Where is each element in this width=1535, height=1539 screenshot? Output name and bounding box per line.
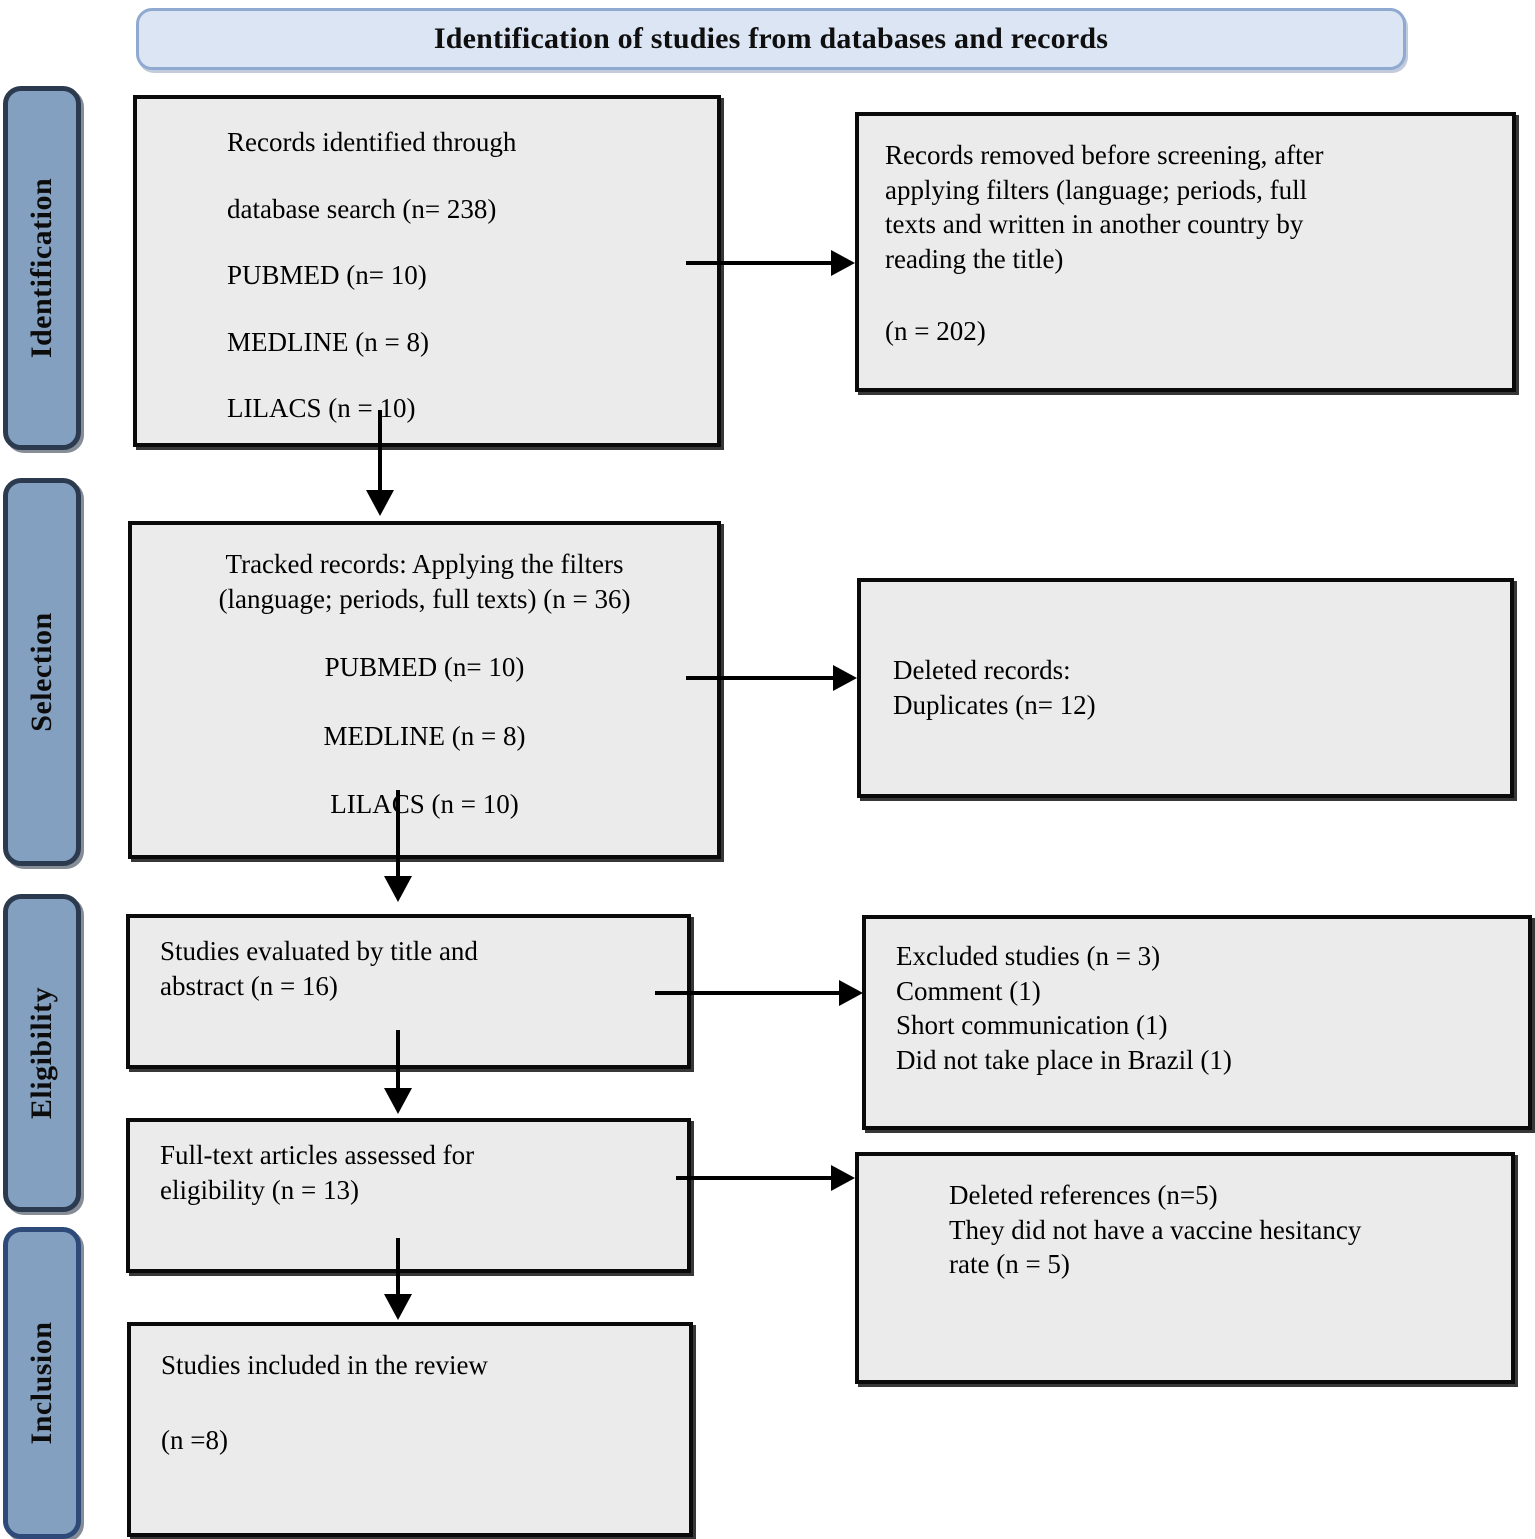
- node-studies-evaluated-line2: abstract (n = 16): [160, 970, 338, 1001]
- connector-identified-to-tracked: [378, 410, 382, 494]
- arrowhead-evaluated-to-excluded: [839, 980, 863, 1006]
- stage-bar-eligibility: Eligibility: [3, 894, 81, 1212]
- node-deleted-records-line2: Duplicates (n= 12): [893, 690, 1096, 720]
- connector-identified-to-removed: [686, 261, 832, 265]
- stage-label-inclusion: Inclusion: [25, 1321, 58, 1445]
- arrowhead-evaluated-to-fulltext: [384, 1088, 412, 1114]
- node-fulltext-assessed: Full-text articles assessed for eligibil…: [126, 1118, 691, 1273]
- node-deleted-records: Deleted records: Duplicates (n= 12): [857, 578, 1514, 798]
- node-studies-included-count: (n =8): [161, 1424, 228, 1455]
- node-deleted-references: Deleted references (n=5) They did not ha…: [855, 1152, 1515, 1384]
- stage-bar-inclusion: Inclusion: [3, 1227, 81, 1539]
- node-tracked-records-line1: Tracked records: Applying the filters: [225, 549, 624, 579]
- node-studies-evaluated: Studies evaluated by title and abstract …: [126, 914, 691, 1069]
- node-records-removed: Records removed before screening, after …: [855, 112, 1516, 392]
- arrowhead-tracked-to-deleted: [833, 665, 857, 691]
- node-tracked-records-medline: MEDLINE (n = 8): [323, 720, 526, 751]
- arrowhead-identified-to-removed: [831, 250, 855, 276]
- connector-tracked-to-evaluated: [396, 790, 400, 880]
- node-records-identified-medline: MEDLINE (n = 8): [227, 326, 429, 357]
- node-records-identified-line2: database search (n= 238): [227, 193, 497, 224]
- arrowhead-tracked-to-evaluated: [384, 876, 412, 902]
- node-records-identified: Records identified through database sear…: [133, 95, 721, 447]
- stage-label-selection: Selection: [25, 612, 58, 732]
- node-excluded-studies-line1: Excluded studies (n = 3): [896, 941, 1161, 971]
- page-title: Identification of studies from databases…: [433, 22, 1109, 55]
- node-excluded-studies-line3: Short communication (1): [896, 1010, 1168, 1041]
- node-excluded-studies: Excluded studies (n = 3) Comment (1) Sho…: [862, 915, 1532, 1130]
- connector-fulltext-to-deleted-refs: [676, 1176, 833, 1180]
- node-records-removed-line3: texts and written in another country by: [885, 209, 1304, 240]
- node-studies-included: Studies included in the review (n =8): [127, 1322, 693, 1537]
- node-studies-evaluated-line1: Studies evaluated by title and: [160, 936, 478, 966]
- arrowhead-fulltext-to-deleted-refs: [831, 1165, 855, 1191]
- connector-fulltext-to-included: [396, 1238, 400, 1298]
- node-deleted-references-line1: Deleted references (n=5): [949, 1180, 1218, 1210]
- stage-bar-identification: Identification: [3, 86, 81, 450]
- stage-label-identification: Identification: [25, 177, 58, 359]
- node-studies-included-line1: Studies included in the review: [161, 1350, 488, 1380]
- node-tracked-records-line2: (language; periods, full texts) (n = 36): [218, 583, 631, 614]
- node-records-removed-line4: reading the title): [885, 243, 1064, 274]
- node-tracked-records: Tracked records: Applying the filters (l…: [128, 521, 721, 859]
- stage-bar-selection: Selection: [3, 478, 81, 866]
- node-tracked-records-pubmed: PUBMED (n= 10): [324, 652, 525, 683]
- node-deleted-references-line3: rate (n = 5): [949, 1249, 1070, 1280]
- node-fulltext-assessed-line1: Full-text articles assessed for: [160, 1140, 475, 1170]
- node-tracked-records-lilacs: LILACS (n = 10): [330, 789, 519, 820]
- connector-evaluated-to-excluded: [655, 991, 841, 995]
- node-fulltext-assessed-line2: eligibility (n = 13): [160, 1174, 359, 1205]
- node-excluded-studies-line2: Comment (1): [896, 975, 1041, 1006]
- node-records-removed-count: (n = 202): [885, 316, 986, 347]
- connector-tracked-to-deleted: [686, 676, 834, 680]
- stage-label-eligibility: Eligibility: [25, 986, 58, 1120]
- node-records-identified-pubmed: PUBMED (n= 10): [227, 260, 427, 291]
- node-deleted-references-line2: They did not have a vaccine hesitancy: [949, 1214, 1362, 1245]
- node-excluded-studies-line4: Did not take place in Brazil (1): [896, 1044, 1232, 1075]
- node-records-removed-line1: Records removed before screening, after: [885, 140, 1324, 170]
- connector-evaluated-to-fulltext: [396, 1030, 400, 1092]
- arrowhead-identified-to-tracked: [366, 490, 394, 516]
- node-records-removed-line2: applying filters (language; periods, ful…: [885, 174, 1308, 205]
- node-records-identified-line1: Records identified through: [227, 127, 517, 157]
- diagram-title-banner: Identification of studies from databases…: [136, 8, 1406, 70]
- arrowhead-fulltext-to-included: [384, 1294, 412, 1320]
- node-deleted-records-line1: Deleted records:: [893, 655, 1071, 686]
- node-records-identified-lilacs: LILACS (n = 10): [227, 393, 416, 424]
